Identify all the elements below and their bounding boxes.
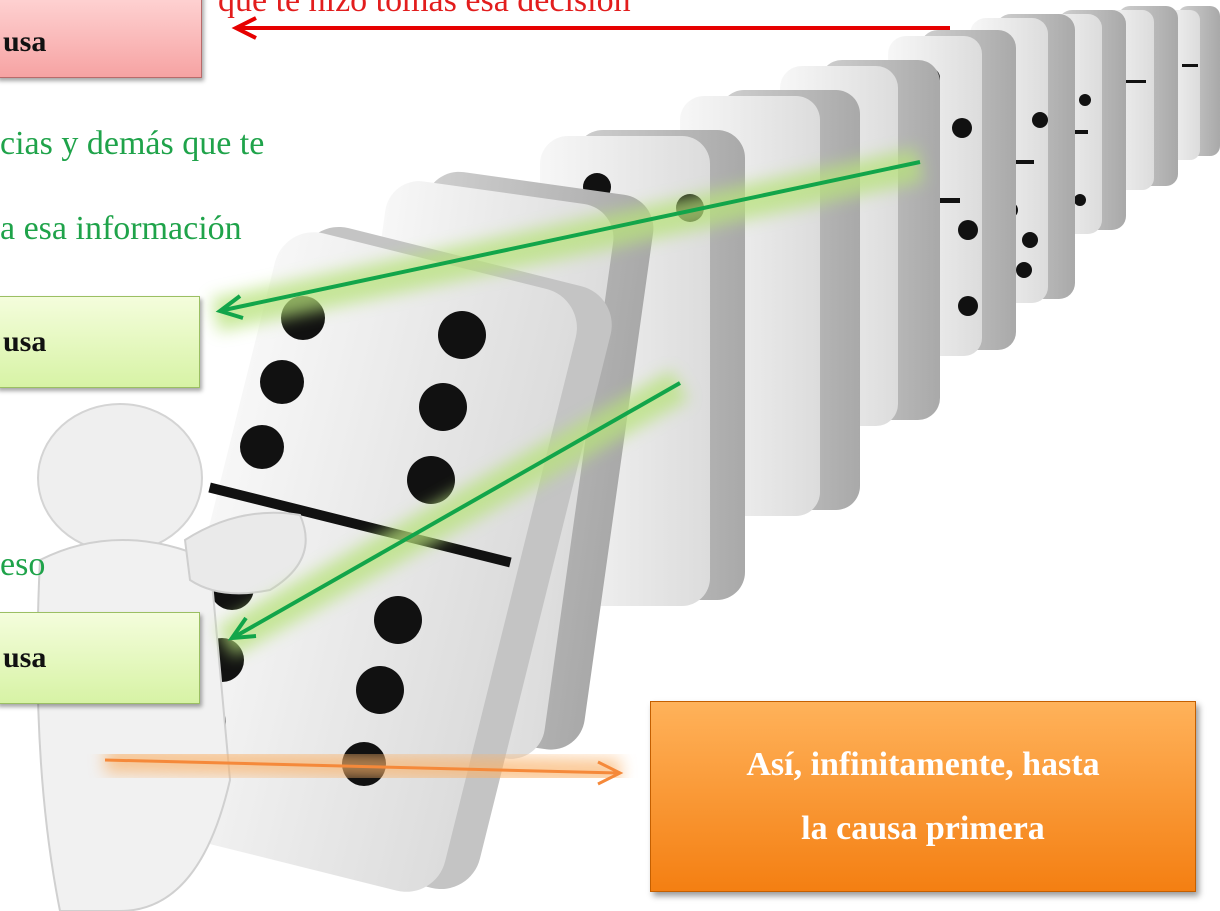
final-cause-box: Así, infinitamente, hasta la causa prime… [650, 701, 1196, 892]
green-text-line-3: eso [0, 546, 46, 583]
green-text-line-1: cias y demás que te [0, 125, 265, 162]
bottom-cause-box: usa [0, 612, 200, 704]
top-cause-box: usa [0, 0, 202, 78]
green-arrow-top [215, 160, 921, 320]
middle-cause-box: usa [0, 296, 200, 388]
final-cause-line-2: la causa primera [801, 809, 1045, 847]
middle-cause-label: usa [3, 325, 47, 358]
green-arrow-bottom [227, 381, 681, 641]
green-glow-top [211, 148, 924, 332]
red-arrow [231, 16, 950, 40]
orange-arrow [104, 758, 624, 786]
top-cause-label: usa [3, 25, 47, 58]
green-text-line-2: a esa información [0, 210, 242, 247]
top-note-text: que te hizo tomas esa decisión [218, 0, 631, 19]
domino-row [143, 6, 1220, 892]
bottom-cause-label: usa [3, 641, 47, 674]
final-cause-line-1: Así, infinitamente, hasta [746, 745, 1100, 783]
